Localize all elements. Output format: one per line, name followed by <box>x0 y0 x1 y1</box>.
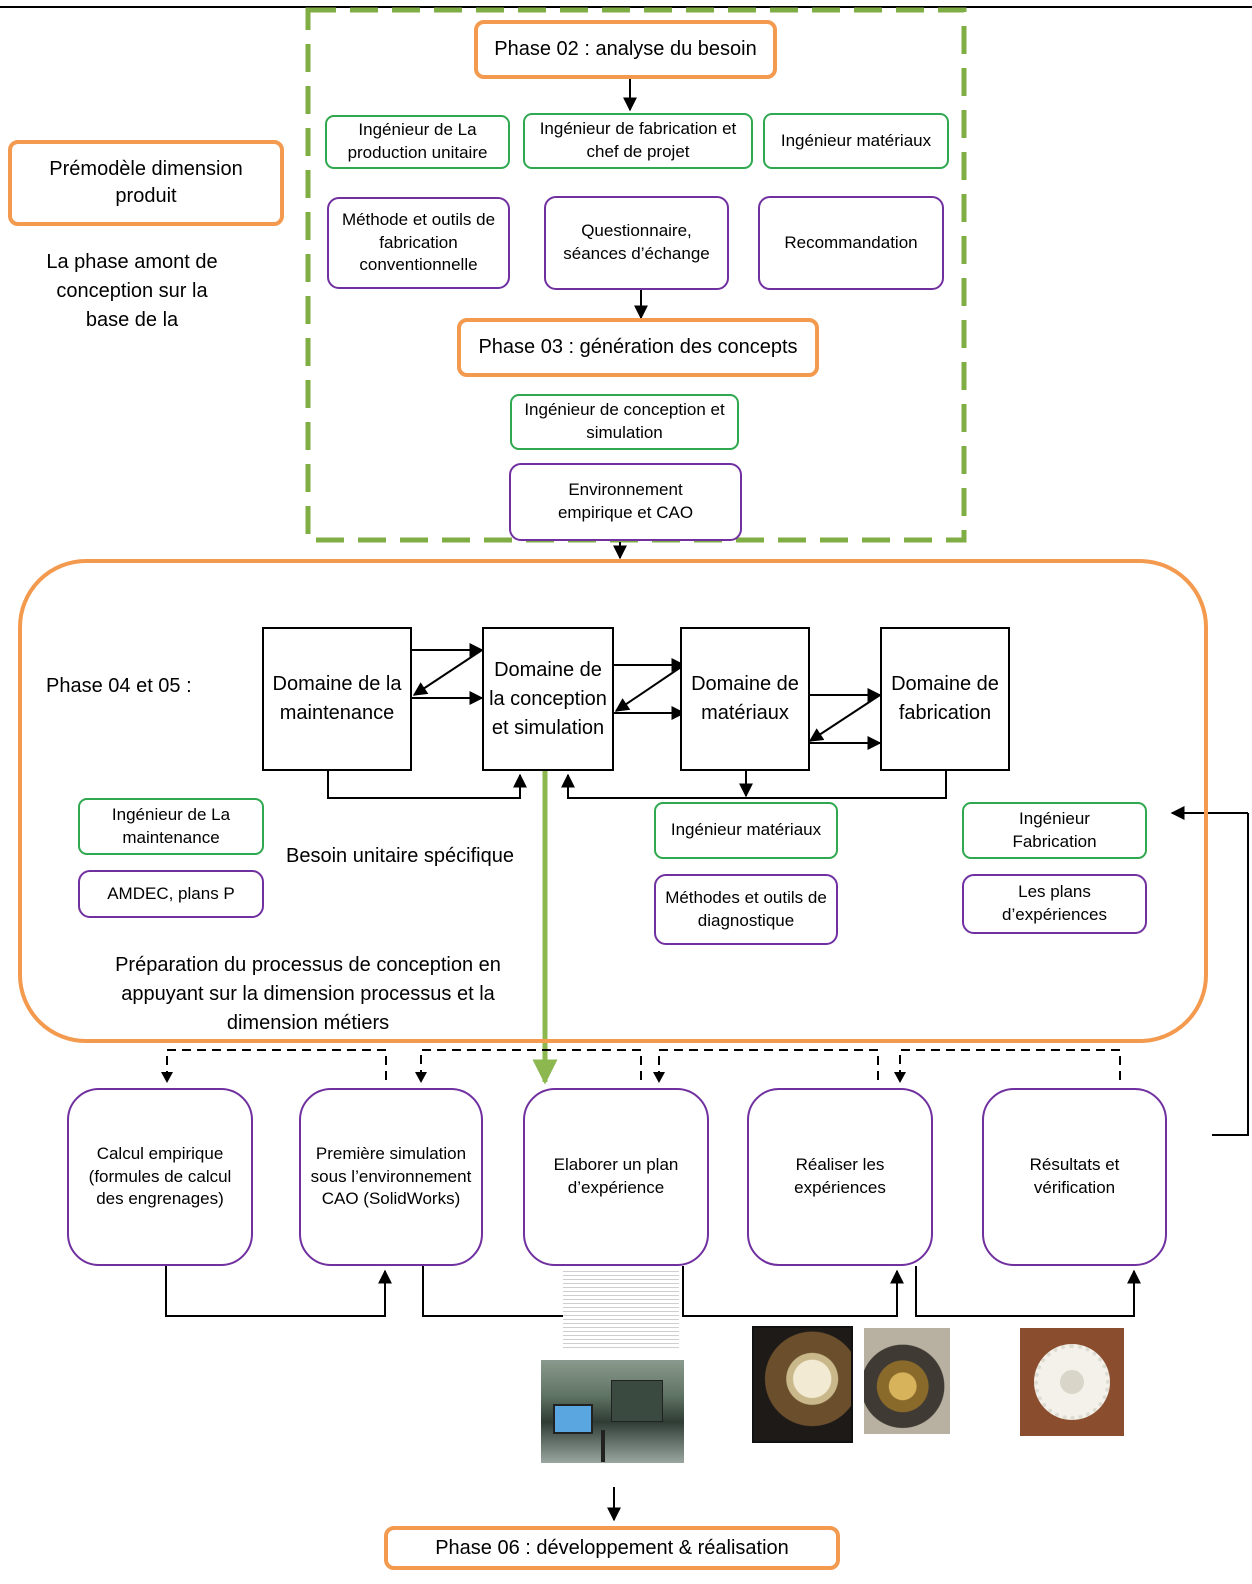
actor-ing-production: Ingénieur de La production unitaire <box>325 115 510 169</box>
step-realiser-experiences: Réaliser les expériences <box>747 1088 933 1266</box>
step-calcul-empirique: Calcul empirique (formules de calcul des… <box>67 1088 253 1266</box>
domain-materiaux: Domaine de matériaux <box>680 627 810 771</box>
white-gear-photo-image <box>1020 1328 1124 1436</box>
tool-methode-outils: Méthode et outils de fabrication convent… <box>327 197 510 289</box>
tool-environnement: Environnement empirique et CAO <box>509 463 742 541</box>
spreadsheet-image <box>563 1268 679 1348</box>
domain-conception: Domaine de la conception et simulation <box>482 627 614 771</box>
step-plan-experience: Elaborer un plan d’expérience <box>523 1088 709 1266</box>
tool-methodes-diagnostique: Méthodes et outils de diagnostique <box>654 874 838 945</box>
actor-ing-materiaux-mid: Ingénieur matériaux <box>654 802 838 859</box>
gear-closeup-photo-image <box>864 1328 950 1434</box>
tool-questionnaire: Questionnaire, séances d’échange <box>544 196 729 290</box>
step-premiere-simulation: Première simulation sous l’environnement… <box>299 1088 483 1266</box>
tool-plans-experiences: Les plans d’expériences <box>962 874 1147 934</box>
actor-ing-materiaux-top: Ingénieur matériaux <box>763 113 949 169</box>
phase-02-box: Phase 02 : analyse du besoin <box>474 20 777 79</box>
preparation-text: Préparation du processus de conception e… <box>115 954 501 1034</box>
tool-recommandation: Recommandation <box>758 196 944 290</box>
phase-0405-label: Phase 04 et 05 : <box>46 675 192 697</box>
phase-amont-text: La phase amont de conception sur la base… <box>46 251 218 331</box>
header-rule <box>0 6 1252 8</box>
actor-ing-conception: Ingénieur de conception et simulation <box>510 394 739 450</box>
tool-amdec: AMDEC, plans P <box>78 870 264 918</box>
premodele-box: Prémodèle dimension produit <box>8 140 284 226</box>
lab-photo-image <box>541 1360 684 1463</box>
phase-06-box: Phase 06 : développement & réalisation <box>384 1526 840 1570</box>
domain-maintenance: Domaine de la maintenance <box>262 627 412 771</box>
step-resultats-verification: Résultats et vérification <box>982 1088 1167 1266</box>
besoin-unitaire-text: Besoin unitaire spécifique <box>286 845 514 867</box>
domain-fabrication: Domaine de fabrication <box>880 627 1010 771</box>
actor-ing-fabrication-chef: Ingénieur de fabrication et chef de proj… <box>523 113 753 169</box>
machining-photo-image <box>752 1326 853 1443</box>
phase-0405-frame <box>18 559 1208 1043</box>
phase-03-box: Phase 03 : génération des concepts <box>457 318 819 377</box>
actor-ing-maintenance: Ingénieur de La maintenance <box>78 798 264 855</box>
actor-ing-fabrication: Ingénieur Fabrication <box>962 802 1147 859</box>
